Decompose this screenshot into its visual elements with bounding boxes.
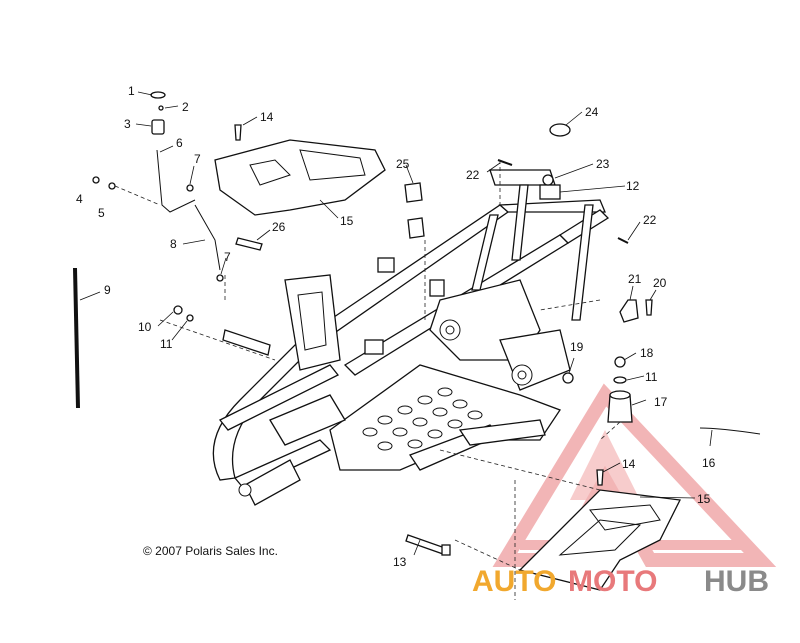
watermark-part1: AUTO [472,565,556,598]
callout-26: 26 [272,220,286,234]
fastener-7b [216,274,224,282]
linkage-6 [156,149,196,213]
leader-lines [79,91,713,556]
watermark-text: AUTO MOTO HUB [472,565,769,598]
rear-rack-plate-upper [214,139,386,216]
floor-pan-holes [362,387,483,451]
callout-5: 5 [98,206,105,220]
fastener-7a [186,184,194,192]
washer-5 [108,182,116,190]
nut-10 [173,305,183,315]
cable-16 [699,427,761,435]
nut-19 [562,372,574,384]
callout-11a: 11 [160,337,173,351]
cap-24 [549,123,571,137]
callout-22b: 22 [643,213,657,227]
washer-11b [613,376,627,384]
rod-9 [73,267,80,409]
bolt-13 [405,534,446,555]
fastener-4 [92,176,100,184]
bolt-14-upper [234,124,242,141]
callout-17: 17 [654,395,668,409]
callout-10: 10 [138,320,152,334]
callout-20: 20 [653,276,667,290]
callout-9: 9 [104,283,111,297]
callout-13: 13 [393,555,407,569]
grommet-25b [407,217,425,239]
watermark-part2: MOTO [568,565,657,598]
gear-23 [542,174,554,186]
linkage-8 [194,204,221,271]
callout-7a: 7 [194,152,201,166]
watermark-part3: HUB [704,565,769,598]
callout-1: 1 [128,84,135,98]
callout-24: 24 [585,105,599,119]
pin-26 [235,237,263,251]
washer-11 [186,314,194,322]
pin-2 [158,105,164,111]
callout-12: 12 [626,179,640,193]
callout-15a: 15 [340,214,354,228]
callout-4: 4 [76,192,83,206]
bolt-14-lower [596,469,604,486]
assembly-dash-lines [114,160,621,600]
callout-21: 21 [628,272,642,286]
callout-19: 19 [570,340,584,354]
callout-15b: 15 [697,492,711,506]
callout-labels: 1 2 3 4 5 6 7 7 8 9 10 11 11 12 13 14 14… [76,84,716,569]
callout-6: 6 [176,136,183,150]
callout-23: 23 [596,157,610,171]
callout-22a: 22 [466,168,480,182]
bushing-3 [151,119,165,135]
callout-14a: 14 [260,110,274,124]
cap-1 [150,91,166,99]
callout-11b: 11 [645,370,658,384]
grommet-25a [404,182,423,203]
callout-14b: 14 [622,457,636,471]
bolt-22b [617,237,629,244]
callout-25: 25 [396,157,410,171]
atv-frame [212,169,610,506]
callout-2: 2 [182,100,189,114]
copyright-text: © 2007 Polaris Sales Inc. [143,544,278,558]
callout-16: 16 [702,456,716,470]
callout-7b: 7 [224,250,231,264]
bracket-21 [619,299,639,323]
callout-8: 8 [170,237,177,251]
callout-3: 3 [124,117,131,131]
bolt-20 [645,299,653,316]
callout-18: 18 [640,346,654,360]
nut-18 [614,356,626,368]
